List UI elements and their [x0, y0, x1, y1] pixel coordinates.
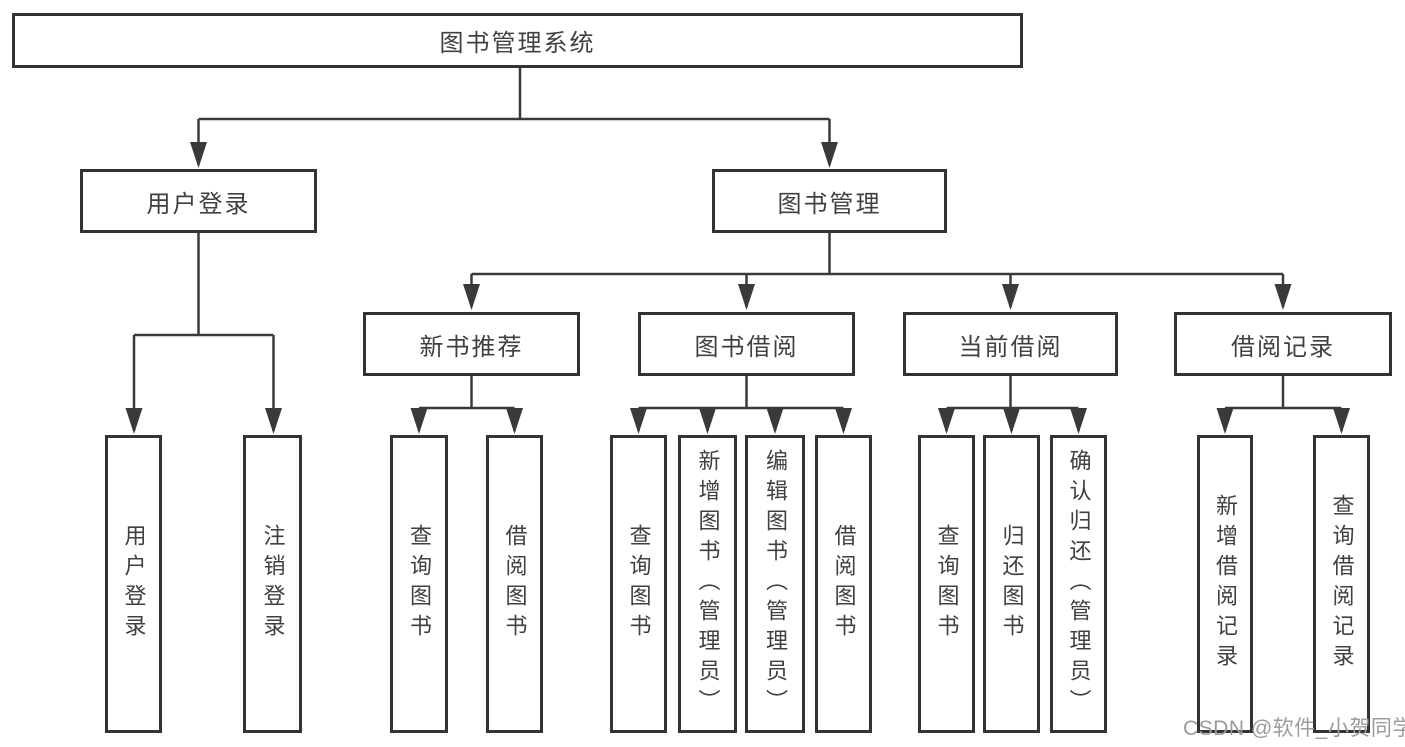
leaf-label: 查询借阅记录	[1329, 494, 1355, 674]
leaf-query-borrow-record: 查询借阅记录	[1313, 435, 1370, 733]
node-user-login: 用户登录	[80, 169, 317, 233]
node-label: 图书借阅	[694, 333, 799, 361]
leaf-return-book: 归还图书	[983, 435, 1040, 733]
node-label: 借阅记录	[1231, 333, 1335, 361]
connector-root-to-level2	[190, 68, 838, 168]
leaf-user-login: 用户登录	[105, 435, 162, 733]
leaf-query-books-borrow: 查询图书	[610, 435, 667, 733]
connector-recommend-to-leaves	[410, 376, 523, 434]
leaf-borrow-books: 借阅图书	[815, 435, 872, 733]
leaf-label: 查询图书	[626, 524, 652, 644]
leaf-edit-book-admin: 编辑图书（管理员）	[745, 435, 805, 733]
node-borrow-records: 借阅记录	[1174, 312, 1392, 376]
leaf-label: 注销登录	[260, 524, 286, 644]
leaf-logout: 注销登录	[243, 435, 302, 733]
leaf-label: 编辑图书（管理员）	[763, 449, 788, 719]
leaf-borrow-books-recommend: 借阅图书	[486, 435, 543, 733]
leaf-query-books-recommend: 查询图书	[390, 435, 448, 733]
connector-records-to-leaves	[1216, 376, 1350, 434]
node-label: 当前借阅	[958, 333, 1063, 361]
leaf-label: 查询图书	[407, 524, 432, 644]
node-label: 新书推荐	[419, 333, 524, 361]
leaf-label: 新增图书（管理员）	[695, 449, 721, 719]
node-label: 用户登录	[146, 190, 251, 218]
node-new-book-recommend: 新书推荐	[363, 312, 580, 376]
leaf-label: 用户登录	[121, 524, 147, 644]
leaf-label: 借阅图书	[831, 524, 857, 644]
leaf-label: 新增借阅记录	[1213, 494, 1238, 674]
node-label: 图书管理系统	[439, 30, 596, 57]
leaf-label: 借阅图书	[502, 524, 528, 644]
leaf-add-borrow-record: 新增借阅记录	[1197, 435, 1253, 733]
connector-login-to-leaves	[125, 233, 282, 434]
connector-management-to-level3	[463, 233, 1292, 310]
connector-borrow-to-leaves	[630, 376, 852, 434]
leaf-add-book-admin: 新增图书（管理员）	[678, 435, 737, 733]
csdn-watermark: CSDN @软件_小贺同学	[1183, 717, 1405, 740]
connector-current-to-leaves	[938, 376, 1087, 434]
leaf-label: 确认归还（管理员）	[1066, 449, 1092, 719]
node-book-management: 图书管理	[712, 169, 947, 233]
node-root-library-system: 图书管理系统	[12, 13, 1023, 68]
leaf-label: 归还图书	[999, 524, 1025, 644]
node-label: 图书管理	[777, 190, 882, 218]
leaf-confirm-return-admin: 确认归还（管理员）	[1050, 435, 1107, 733]
node-current-borrow: 当前借阅	[903, 312, 1118, 376]
leaf-label: 查询图书	[934, 524, 960, 644]
leaf-query-books-current: 查询图书	[918, 435, 975, 733]
node-book-borrow: 图书借阅	[638, 312, 855, 376]
